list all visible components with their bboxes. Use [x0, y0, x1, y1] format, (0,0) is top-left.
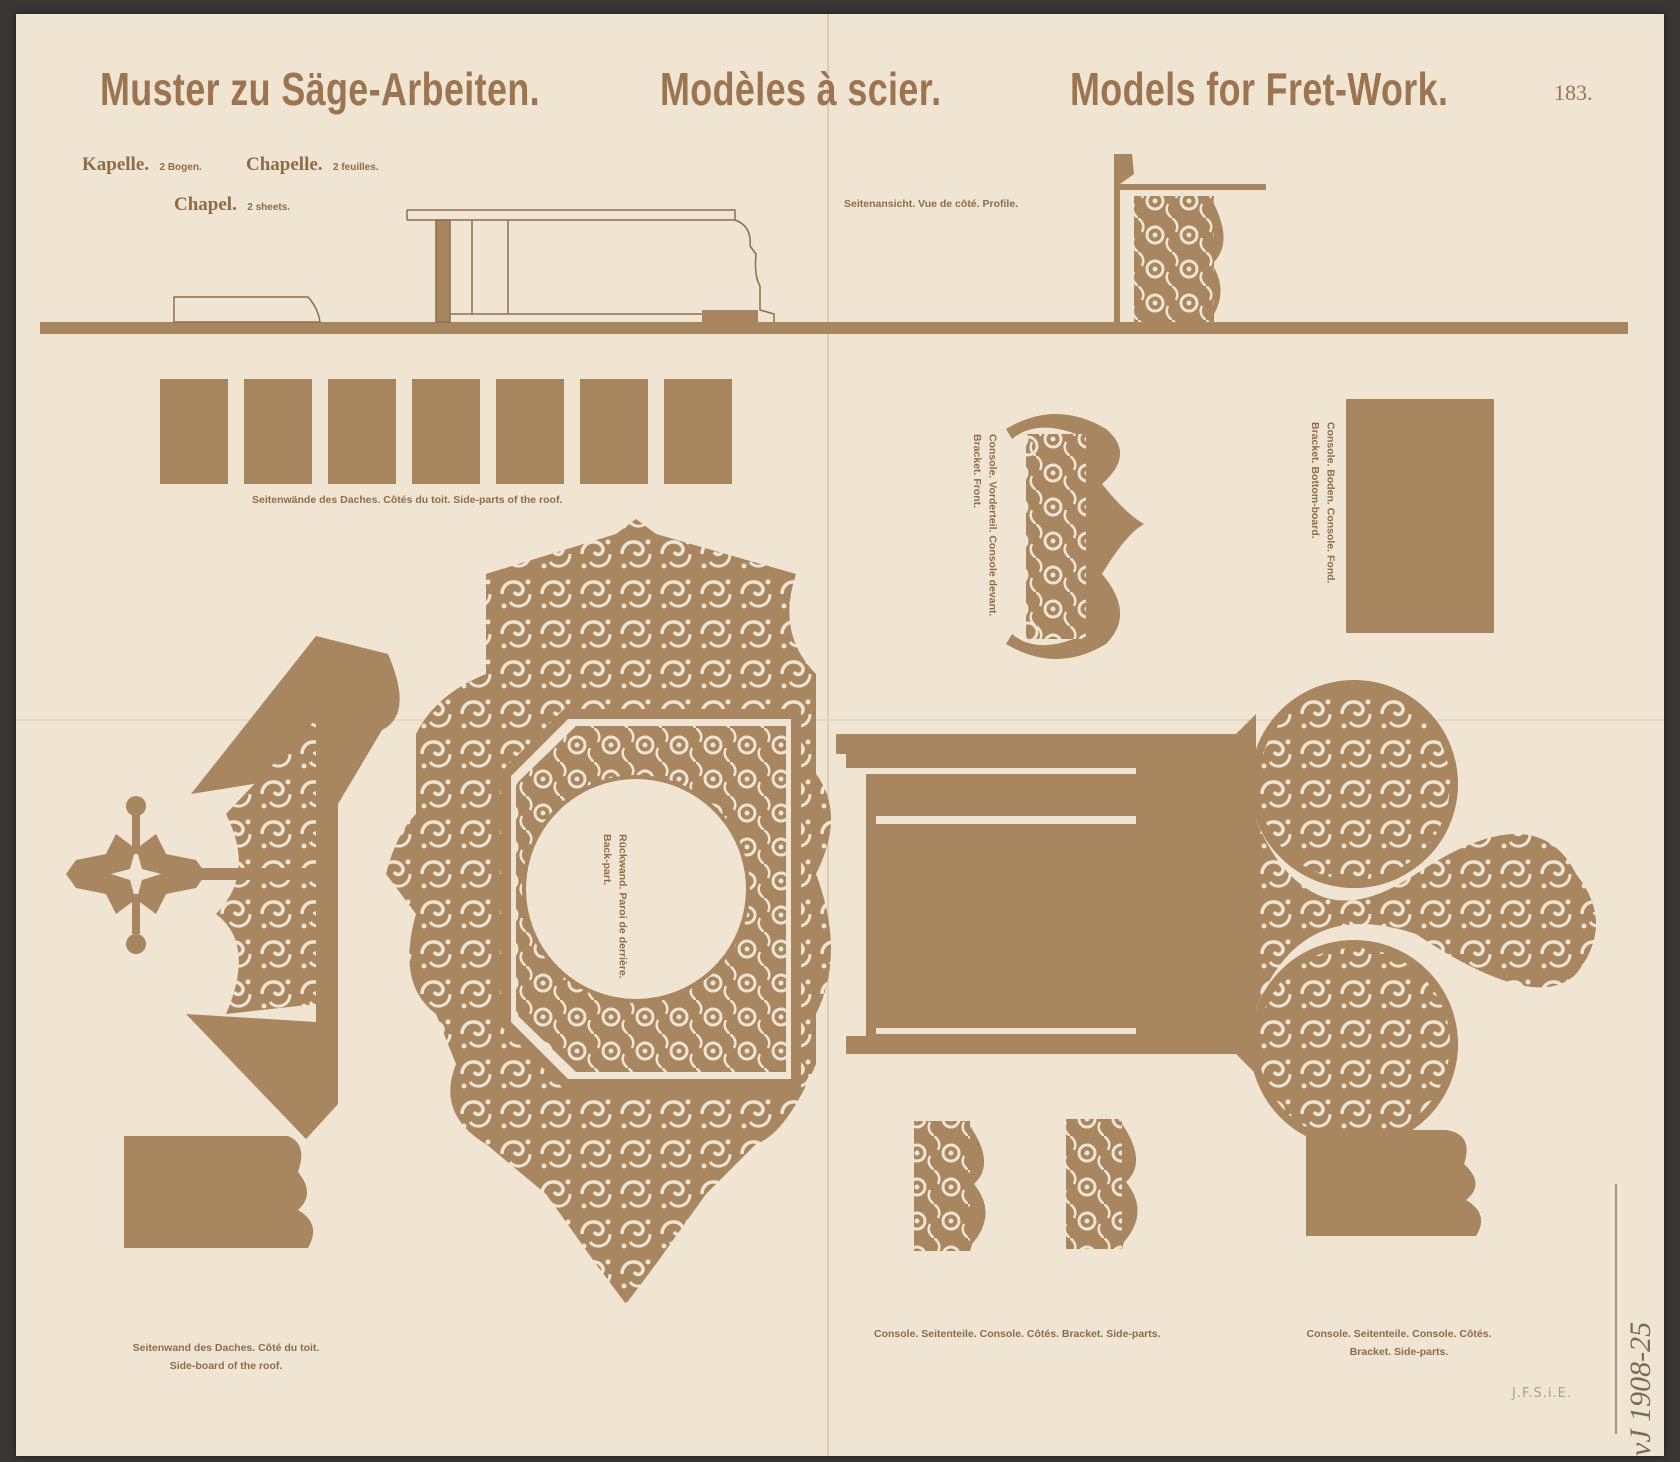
project-label-en: Chapel. 2 sheets. — [174, 194, 290, 216]
console-sides-2-line2: Bracket. Side-parts. — [1349, 1345, 1449, 1358]
console-sides-2-line1: Console. Seitenteile. Console. Côtés. — [1306, 1328, 1492, 1340]
console-front-line1: Console. Vorderteil. Console devant. — [986, 434, 999, 617]
step-outline — [173, 296, 321, 323]
title-german: Muster zu Säge-Arbeiten. — [100, 63, 540, 115]
back-part — [386, 519, 831, 1304]
back-part-line1: Rückwand. Paroi de derrière. — [616, 834, 629, 979]
console-bottom-line2: Bracket. Bottom-board. — [1308, 422, 1321, 539]
title-french: Modèles à scier. — [660, 63, 942, 115]
roof-side-parts — [160, 379, 732, 484]
project-label-fr: Chapelle. 2 feuilles. — [246, 154, 379, 176]
console-side-parts-pair — [914, 1119, 1138, 1251]
project-label-de: Kapelle. 2 Bogen. — [82, 154, 202, 176]
console-bottom-line1: Console. Boden. Console. Fond. — [1324, 422, 1337, 584]
project-en-sheets: 2 sheets. — [247, 202, 291, 213]
altar-structure — [836, 714, 1256, 1074]
page-number: 183. — [1554, 80, 1593, 105]
project-en: Chapel. — [174, 194, 237, 215]
console-bottom-caption: Console. Boden. Console. Fond. Bracket. … — [1306, 422, 1338, 622]
console-front — [1006, 414, 1144, 659]
roof-side-board-caption: Seitenwand des Daches. Côté du toit. Sid… — [126, 1340, 326, 1376]
collection-stamp: J.F.S.i.E. — [1512, 1386, 1572, 1401]
ornament-right — [1250, 680, 1596, 1148]
console-front-caption: Console. Vorderteil. Console devant. Bra… — [968, 434, 1000, 634]
project-fr-sheets: 2 feuilles. — [332, 162, 379, 173]
pattern-sheet: Muster zu Säge-Arbeiten. Modèles à scier… — [16, 14, 1664, 1456]
project-de-sheets: 2 Bogen. — [159, 162, 202, 173]
side-view-caption: Seitenansicht. Vue de côté. Profile. — [844, 198, 1019, 210]
back-part-caption: Rückwand. Paroi de derrière. Back-part. — [598, 834, 630, 1034]
console-bottom-board — [1346, 399, 1494, 633]
side-view-profile — [1114, 154, 1266, 322]
ground-line — [40, 322, 1628, 334]
roof-side-board-line1: Seitenwand des Daches. Côté du toit. — [132, 1342, 320, 1354]
roof-side-large — [66, 636, 400, 1139]
roof-side-board — [124, 1136, 314, 1248]
console-side-part-right — [1306, 1130, 1482, 1236]
fretwork-illustration — [16, 14, 1664, 1456]
title-english: Models for Fret-Work. — [1070, 63, 1449, 115]
pencil-accession-note: vJ 1908-25 — [1624, 1321, 1657, 1456]
project-fr: Chapelle. — [246, 154, 323, 175]
project-de: Kapelle. — [82, 154, 150, 175]
roof-side-board-line2: Side-board of the roof. — [169, 1359, 283, 1372]
console-sides-caption-1: Console. Seitenteile. Console. Côtés. Br… — [874, 1328, 1161, 1340]
console-front-line2: Bracket. Front. — [970, 434, 983, 509]
back-part-line2: Back-part. — [600, 834, 613, 886]
roof-side-parts-caption: Seitenwände des Daches. Côtés du toit. S… — [252, 494, 563, 506]
console-sides-caption-2: Console. Seitenteile. Console. Côtés. Br… — [1304, 1326, 1494, 1362]
chapel-elevation — [406, 209, 775, 323]
